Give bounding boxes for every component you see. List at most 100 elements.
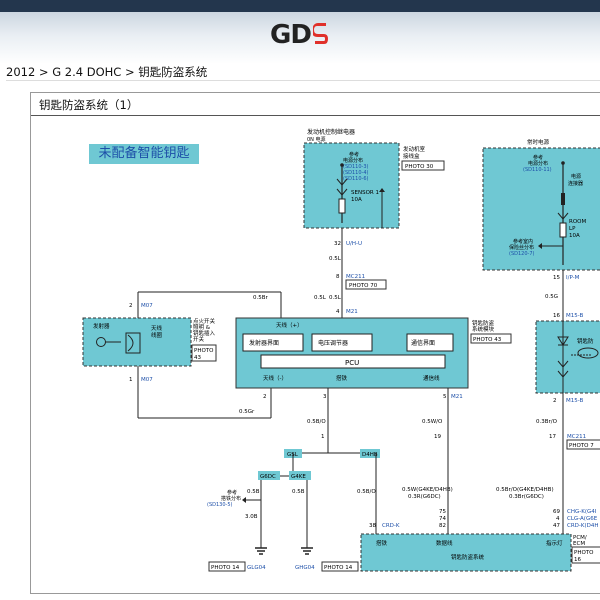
app-header: GD <box>0 0 600 64</box>
ecm-chgk: CHG-K(G4I <box>567 509 597 515</box>
pin-2c: 2 <box>263 394 267 400</box>
wire-03br: 0.3Br(G6DC) <box>509 494 544 500</box>
pcu-comm: 通信线 <box>423 374 440 382</box>
ground-photo1: PHOTO 14 <box>211 565 240 571</box>
ground-ref1: 参考 <box>227 489 237 496</box>
ecm-photo-n: 16 <box>574 557 581 563</box>
wire-03bro: 0.3Br/O <box>536 419 558 425</box>
wire-30b: 3.0B <box>245 514 258 520</box>
conn-m21: M21 <box>346 309 358 315</box>
fuse-box: 常时电源 参考 电源分布 (SD110-11) 电源 连接器 ROOM LP 1… <box>482 138 600 271</box>
ground-icon-2 <box>301 547 313 555</box>
photo-70: PHOTO 70 <box>349 283 378 289</box>
fuse-room: ROOM <box>569 219 586 225</box>
ground-photo2: PHOTO 14 <box>324 565 353 571</box>
immobilizer-antenna: 发射器 天线 线圈 <box>82 317 192 367</box>
pin-19: 19 <box>434 434 441 440</box>
ecm-data: 数据线 <box>436 539 453 547</box>
title-divider <box>31 115 600 116</box>
conn-m15b: M15-B <box>566 313 584 319</box>
pin-17: 17 <box>549 434 556 440</box>
fuse-label1: 电源 <box>571 173 581 180</box>
pin-1: 1 <box>129 377 133 383</box>
fuse-ref3: 参考室内 <box>513 238 533 245</box>
immob-label2: 天线 <box>151 324 163 332</box>
ecm-pin-75: 75 <box>439 509 446 515</box>
relay-ref: 参考 <box>349 151 359 158</box>
pcu-title1: 钥匙防盗 <box>472 319 495 327</box>
key-box: 钥匙防 <box>535 320 600 394</box>
relay-amp: 10A <box>351 197 362 203</box>
relay-box-title: 发动机控制继电器 <box>307 128 355 136</box>
pcu-title2: 系统模块 <box>472 325 495 333</box>
logo-text: GD <box>270 20 312 50</box>
splice-g6dc: G6DC <box>260 474 276 480</box>
pin-2b: 2 <box>553 398 557 404</box>
pin-8: 8 <box>336 274 340 280</box>
fuse-ref-code: (SD110-11) <box>523 167 552 173</box>
immob-photo: PHOTO <box>194 348 214 354</box>
conn-m21b: M21 <box>451 394 463 400</box>
ground-icon-1 <box>255 547 267 555</box>
relay-ref-code-2: (SD110-4) <box>343 170 369 176</box>
relay-note2: 接线盒 <box>403 152 420 160</box>
pin-3: 3 <box>323 394 327 400</box>
pcu-antenna-minus: 天线（-） <box>263 374 287 382</box>
pin-4: 4 <box>336 309 340 315</box>
ground-ref2: 搭铁分布 <box>221 495 241 502</box>
wire-05gr: 0.5Gr <box>239 409 255 415</box>
ecm-pin-82: 82 <box>439 523 446 529</box>
pcu-photo: PHOTO 43 <box>473 337 502 343</box>
relay-ref-code-3: (SD110-6) <box>343 176 369 182</box>
conn-uh: U/H-U <box>346 241 362 247</box>
relay-photo: PHOTO 30 <box>405 164 434 170</box>
ecm-crdk2: CRD-K(D4H <box>567 523 599 529</box>
diagram-title: 钥匙防盗系统（1） <box>39 98 139 112</box>
conn-m07: M07 <box>141 303 153 309</box>
pin-15: 15 <box>553 275 560 281</box>
ecm-ecm: ECM <box>573 541 585 547</box>
ecm-pin-47: 47 <box>553 523 560 529</box>
ecm-pin-74: 74 <box>439 516 446 522</box>
ground-ghg: GHG04 <box>295 565 315 571</box>
immob-photo-n: 43 <box>194 355 201 361</box>
wire-05bo: 0.5B/O <box>307 419 326 425</box>
wire-05w: 0.5W(G4KE/D4HB) <box>402 487 453 493</box>
wire-05bo2: 0.5B/O <box>357 489 376 495</box>
fuse-amp: 10A <box>569 233 580 239</box>
immob-note4: 开关 <box>193 335 205 343</box>
wire-05b2: 0.5B <box>292 489 305 495</box>
relay-sensor: SENSOR 1 <box>351 190 379 196</box>
breadcrumb[interactable]: 2012 > G 2.4 DOHC > 钥匙防盗系统 <box>6 64 600 81</box>
key-box-label: 钥匙防 <box>577 337 594 345</box>
pin-5: 5 <box>443 394 447 400</box>
wire-05br: 0.5Br <box>253 295 269 301</box>
pin-1c: 1 <box>321 434 325 440</box>
wire-03r: 0.3R(G6DC) <box>408 494 441 500</box>
photo-7: PHOTO 7 <box>569 443 594 449</box>
wire-05b: 0.5B <box>247 489 260 495</box>
pin-2: 2 <box>129 303 133 309</box>
pcu-gnd: 搭铁 <box>336 374 348 382</box>
conn-mc211b: MC211 <box>567 434 586 440</box>
pcu-module: 天线（+） 发射器界面 电压调节器 通信界面 PCU 天线（-） 搭铁 通信线 <box>235 317 469 389</box>
pin-16: 16 <box>553 313 560 319</box>
ecm-pcm: PCM/ <box>573 535 587 541</box>
ground-ref-code: (SD130-5) <box>207 502 233 508</box>
ecm-gnd: 搭铁 <box>376 539 388 547</box>
conn-m07b: M07 <box>141 377 153 383</box>
relay-note1: 发动机室 <box>403 145 426 153</box>
ground-glg: GLG04 <box>247 565 266 571</box>
wire-05l-1: 0.5L <box>329 256 342 262</box>
pin-32: 32 <box>334 241 341 247</box>
immob-note1: 点火开关 <box>193 317 216 325</box>
immob-label1: 发射器 <box>93 322 110 330</box>
ecm-crdk: CRD-K <box>382 523 400 529</box>
header-bar <box>0 0 600 12</box>
immob-label3: 线圈 <box>151 331 163 339</box>
fuse-box-title: 常时电源 <box>527 138 550 146</box>
logo-s-icon <box>312 23 328 44</box>
ecm-pin-4: 4 <box>556 516 560 522</box>
gds-logo: GD <box>270 20 329 50</box>
immob-note2: 照明 & <box>193 324 211 331</box>
